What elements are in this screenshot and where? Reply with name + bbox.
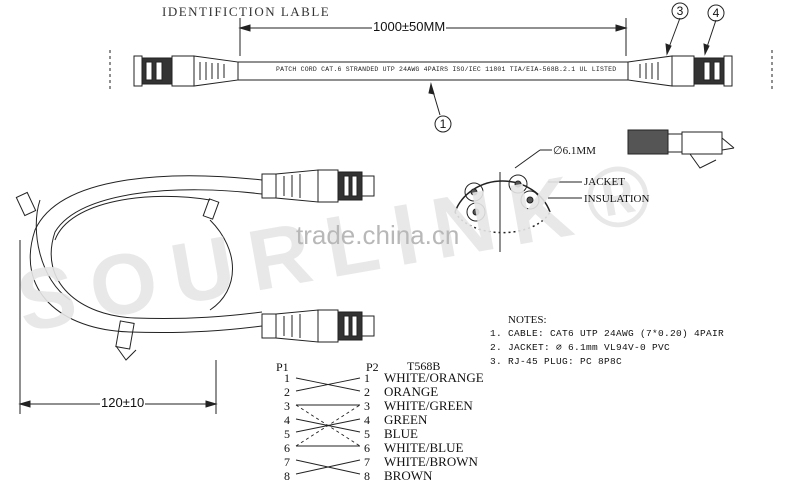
coiled-cable (15, 175, 263, 361)
callout-number-3: 3 (676, 4, 684, 18)
p1-pin: 5 (284, 427, 290, 441)
wiring-p2-header: P2 (366, 360, 379, 374)
wire-color: WHITE/ORANGE (384, 370, 484, 385)
note-item: 3. RJ-45 PLUG: PC 8P8C (490, 356, 623, 367)
wiring-lines (295, 377, 361, 475)
connector-coil-top (261, 169, 375, 203)
callout-circle-3 (671, 2, 689, 20)
cable-cross-section (454, 149, 582, 252)
note-item: 1. CABLE: CAT6 UTP 24AWG (7*0.20) 4PAIR (490, 328, 725, 339)
note-item: 2. JACKET: ∅ 6.1mm VL94V-0 PVC (490, 342, 671, 353)
wire-color: WHITE/BLUE (384, 440, 464, 455)
cable-print-text: PATCH CORD CAT.6 STRANDED UTP 24AWG 4PAI… (276, 66, 617, 73)
connector-left-top (133, 55, 239, 87)
coil-dimension-label: 120±10 (100, 395, 146, 410)
length-dimension: 1000±50MM (372, 19, 447, 34)
plug-side-view (627, 129, 735, 169)
connector-coil-bottom (261, 309, 375, 343)
jacket-label: JACKET (584, 176, 625, 188)
callout-number-4: 4 (712, 6, 720, 20)
p1-pin: 7 (284, 455, 290, 469)
p1-pin: 4 (284, 413, 290, 427)
wire-color: BROWN (384, 468, 433, 483)
wire-color: GREEN (384, 412, 428, 427)
connector-right-top (627, 17, 733, 87)
callout-circle-4 (707, 4, 725, 22)
p1-pin: 8 (284, 469, 290, 483)
p2-pin: 1 (364, 371, 370, 385)
wire-color: WHITE/BROWN (384, 454, 478, 469)
wiring-standard: T568B (407, 359, 441, 373)
wire-color: BLUE (384, 426, 418, 441)
p2-pin: 7 (364, 455, 370, 469)
insulation-label: INSULATION (584, 193, 650, 205)
p1-pin: 3 (284, 399, 290, 413)
p2-pin: 2 (364, 385, 370, 399)
p1-pin: 2 (284, 385, 290, 399)
p2-pin: 8 (364, 469, 370, 483)
callout-number-1: 1 (439, 117, 447, 131)
identification-label-title: IDENTIFICTION LABLE (162, 4, 331, 19)
callout-circle-1 (434, 115, 452, 133)
wire-color: WHITE/GREEN (384, 398, 473, 413)
diameter-label: ∅6.1MM (553, 145, 596, 157)
p2-pin: 3 (364, 399, 370, 413)
wiring-p1-header: P1 (276, 360, 289, 374)
notes-header: NOTES: (508, 314, 547, 326)
p2-pin: 5 (364, 427, 370, 441)
p1-pin: 1 (284, 371, 290, 385)
p1-pin: 6 (284, 441, 290, 455)
trade-watermark: trade.china.cn (296, 220, 460, 250)
end-markers (109, 50, 773, 92)
wire-color: ORANGE (384, 384, 439, 399)
p2-pin: 6 (364, 441, 370, 455)
p2-pin: 4 (364, 413, 370, 427)
